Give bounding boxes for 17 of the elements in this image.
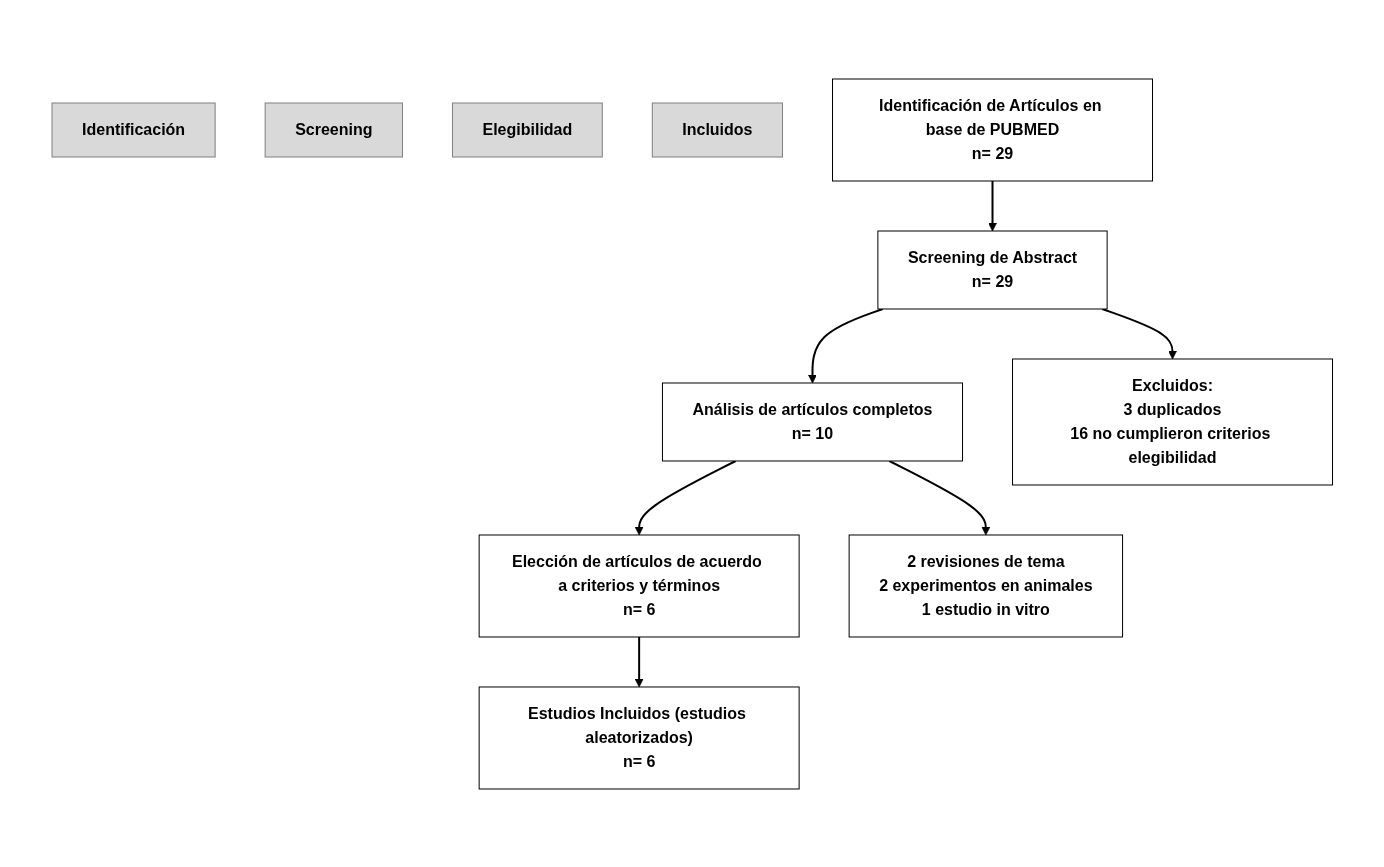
arrow <box>888 459 990 535</box>
node-box: Estudios Incluidos (estudios aleatorizados) n= 6 <box>478 686 800 789</box>
node-box: Identificación de Artículos en base de PUBMED n= 29 <box>831 78 1153 181</box>
node-box: Elección de artículos de acuerdo a criterios y términos n= 6 <box>478 534 800 637</box>
node-box: Elegibilidad <box>451 102 603 157</box>
arrow <box>987 179 997 231</box>
arrow <box>1100 307 1177 359</box>
arrow <box>634 635 644 687</box>
node-box: 2 revisiones de tema 2 experimentos en animales 1 estudio in vitro <box>848 534 1123 637</box>
node-box: Identificación <box>51 102 216 157</box>
node-box: Screening de Abstract n= 29 <box>877 230 1108 309</box>
arrow <box>807 307 884 383</box>
node-box: Screening <box>264 102 403 157</box>
node-box: Análisis de artículos completos n= 10 <box>661 382 963 461</box>
node-box: Excluidos: 3 duplicados 16 no cumplieron criterios elegibilidad <box>1011 358 1333 485</box>
arrow <box>634 459 737 535</box>
node-box: Incluidos <box>651 102 783 157</box>
